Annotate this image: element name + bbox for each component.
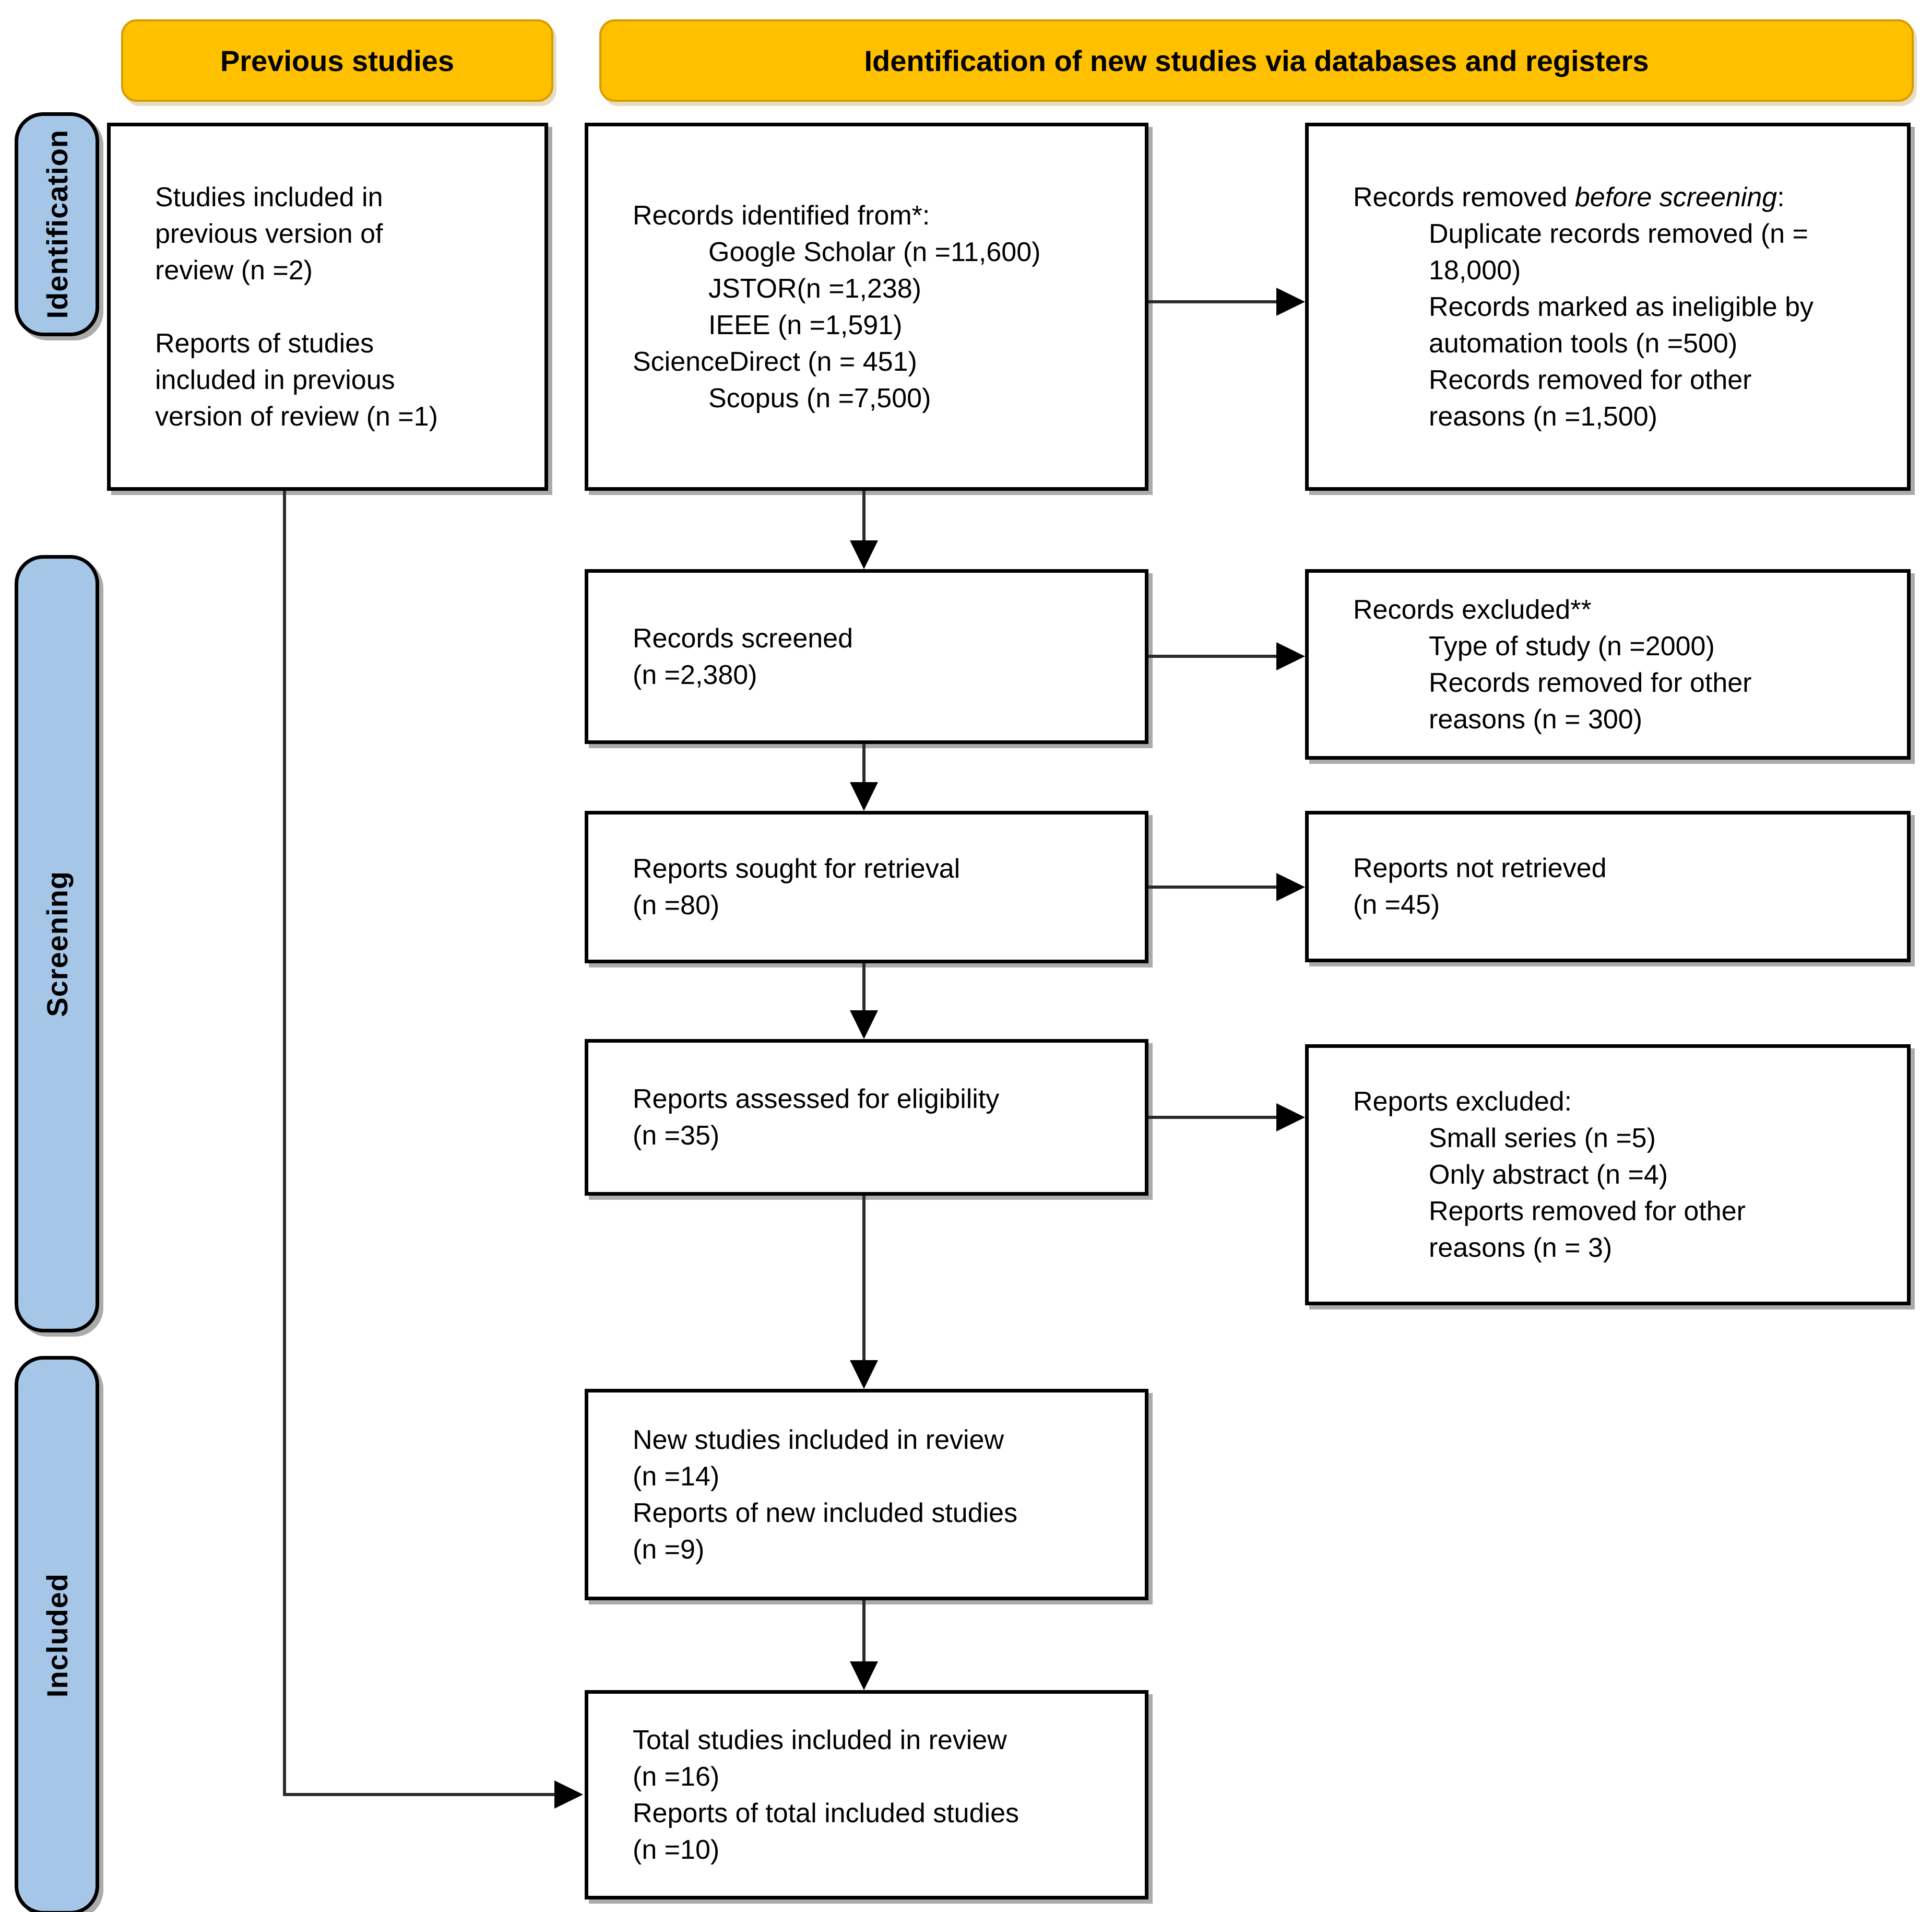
stage-included: Included	[15, 1356, 99, 1912]
stage-included-label: Included	[40, 1573, 74, 1698]
box-records-excluded: Records excluded**Type of study (n =2000…	[1305, 569, 1911, 760]
header-identification-new-studies: Identification of new studies via databa…	[599, 19, 1914, 102]
stage-screening: Screening	[15, 555, 99, 1332]
stage-identification: Identification	[15, 112, 99, 336]
box-reports-assessed: Reports assessed for eligibility(n =35)	[585, 1039, 1148, 1196]
box-records-screened: Records screened(n =2,380)	[585, 569, 1148, 744]
box-records-identified: Records identified from*:Google Scholar …	[585, 123, 1148, 491]
box-reports-not-retrieved: Reports not retrieved(n =45)	[1305, 811, 1911, 962]
box-reports-excluded: Reports excluded:Small series (n =5)Only…	[1305, 1044, 1911, 1305]
header-previous-studies: Previous studies	[121, 19, 553, 102]
box-total-studies-included: Total studies included in review(n =16)R…	[585, 1690, 1148, 1899]
box-records-removed-before-screening: Records removed before screening:Duplica…	[1305, 123, 1911, 491]
stage-screening-label: Screening	[40, 870, 74, 1017]
box-new-studies-included: New studies included in review(n =14)Rep…	[585, 1389, 1148, 1600]
stage-identification-label: Identification	[40, 129, 74, 319]
box-reports-sought: Reports sought for retrieval(n =80)	[585, 811, 1148, 963]
